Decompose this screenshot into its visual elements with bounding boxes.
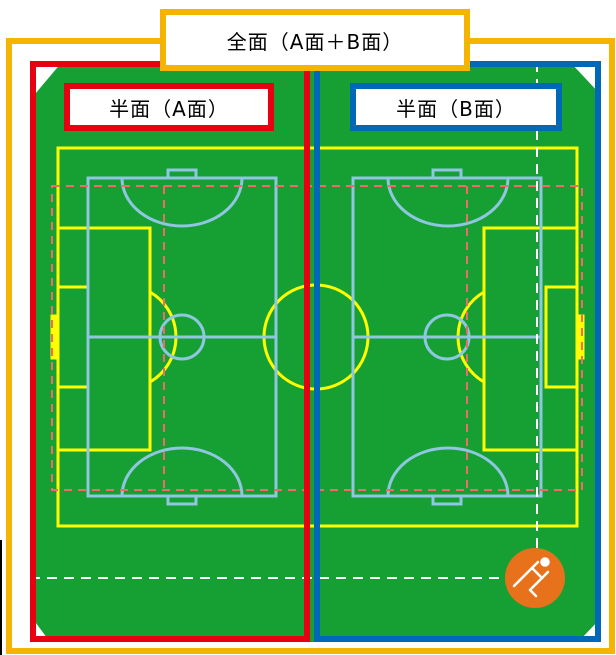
corner-marker	[30, 62, 62, 100]
label-half-a: 半面（A面）	[64, 83, 274, 131]
futsal-court-a	[86, 168, 278, 506]
label-full-field-text: 全面（A面＋B面）	[226, 29, 404, 54]
label-half-a-text: 半面（A面）	[109, 96, 229, 121]
futsal-court-b	[351, 168, 543, 506]
corner-marker	[570, 62, 601, 95]
label-half-b: 半面（B面）	[350, 83, 562, 131]
referee-whistle-icon	[505, 548, 565, 608]
dashed-walkway	[30, 62, 538, 579]
label-half-b-text: 半面（B面）	[396, 96, 516, 121]
label-full-field: 全面（A面＋B面）	[160, 9, 470, 71]
